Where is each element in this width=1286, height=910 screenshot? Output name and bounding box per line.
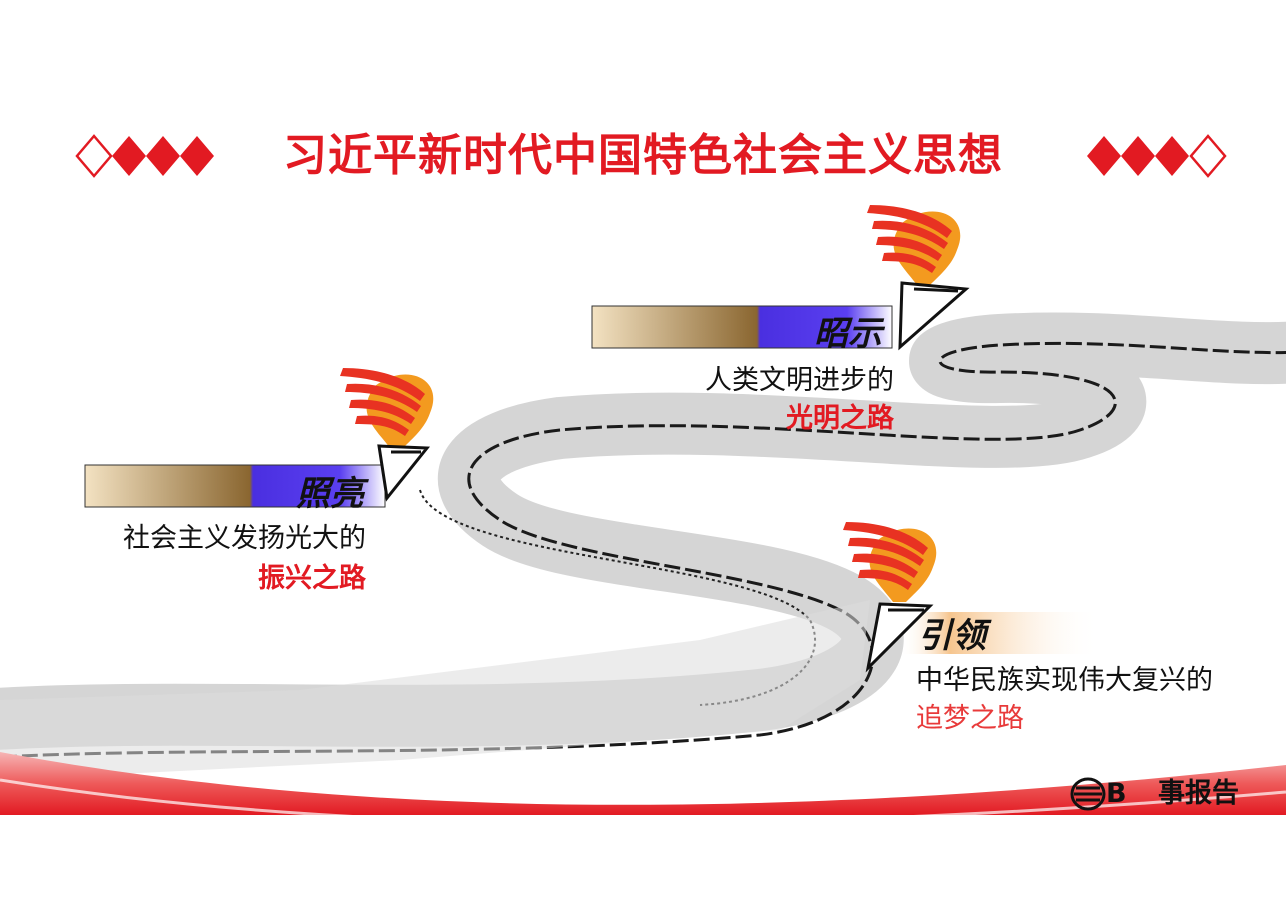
milestone-text-2: 人类文明进步的 (705, 365, 894, 396)
milestone-highlight-3: 追梦之路 (916, 703, 1024, 734)
footer-letter: B (1106, 778, 1127, 809)
diamond-icon (1189, 134, 1227, 178)
bottom-wave (0, 752, 1286, 815)
diamond-icon (1087, 136, 1121, 176)
diamond-icon (1121, 136, 1155, 176)
torch-icon (867, 205, 970, 351)
milestone-highlight-1: 振兴之路 (258, 563, 366, 594)
milestone-label-2: 昭示 (814, 314, 882, 354)
milestone-highlight-2: 光明之路 (786, 403, 894, 434)
footer-text: 事报告 (1158, 778, 1239, 809)
bar-3 (900, 612, 1100, 654)
torch-icon (843, 522, 937, 673)
diamonds-left (75, 134, 214, 178)
diamond-icon (75, 134, 113, 178)
diamond-icon (1155, 136, 1189, 176)
milestone-label-1: 照亮 (296, 474, 364, 514)
diamond-icon (146, 136, 180, 176)
milestone-text-1: 社会主义发扬光大的 (123, 523, 366, 554)
milestone-text-3: 中华民族实现伟大复兴的 (916, 665, 1213, 696)
bar-1 (84, 464, 386, 508)
milestone-label-3: 引领 (918, 616, 986, 656)
bar-2 (591, 305, 893, 349)
diamond-icon (180, 136, 214, 176)
torch-icon (340, 368, 434, 502)
winding-road (0, 312, 1286, 780)
diamonds-right (1087, 134, 1227, 178)
page-title: 习近平新时代中国特色社会主义思想 (283, 130, 1003, 181)
diamond-icon (112, 136, 146, 176)
logo-icon (1070, 777, 1106, 811)
